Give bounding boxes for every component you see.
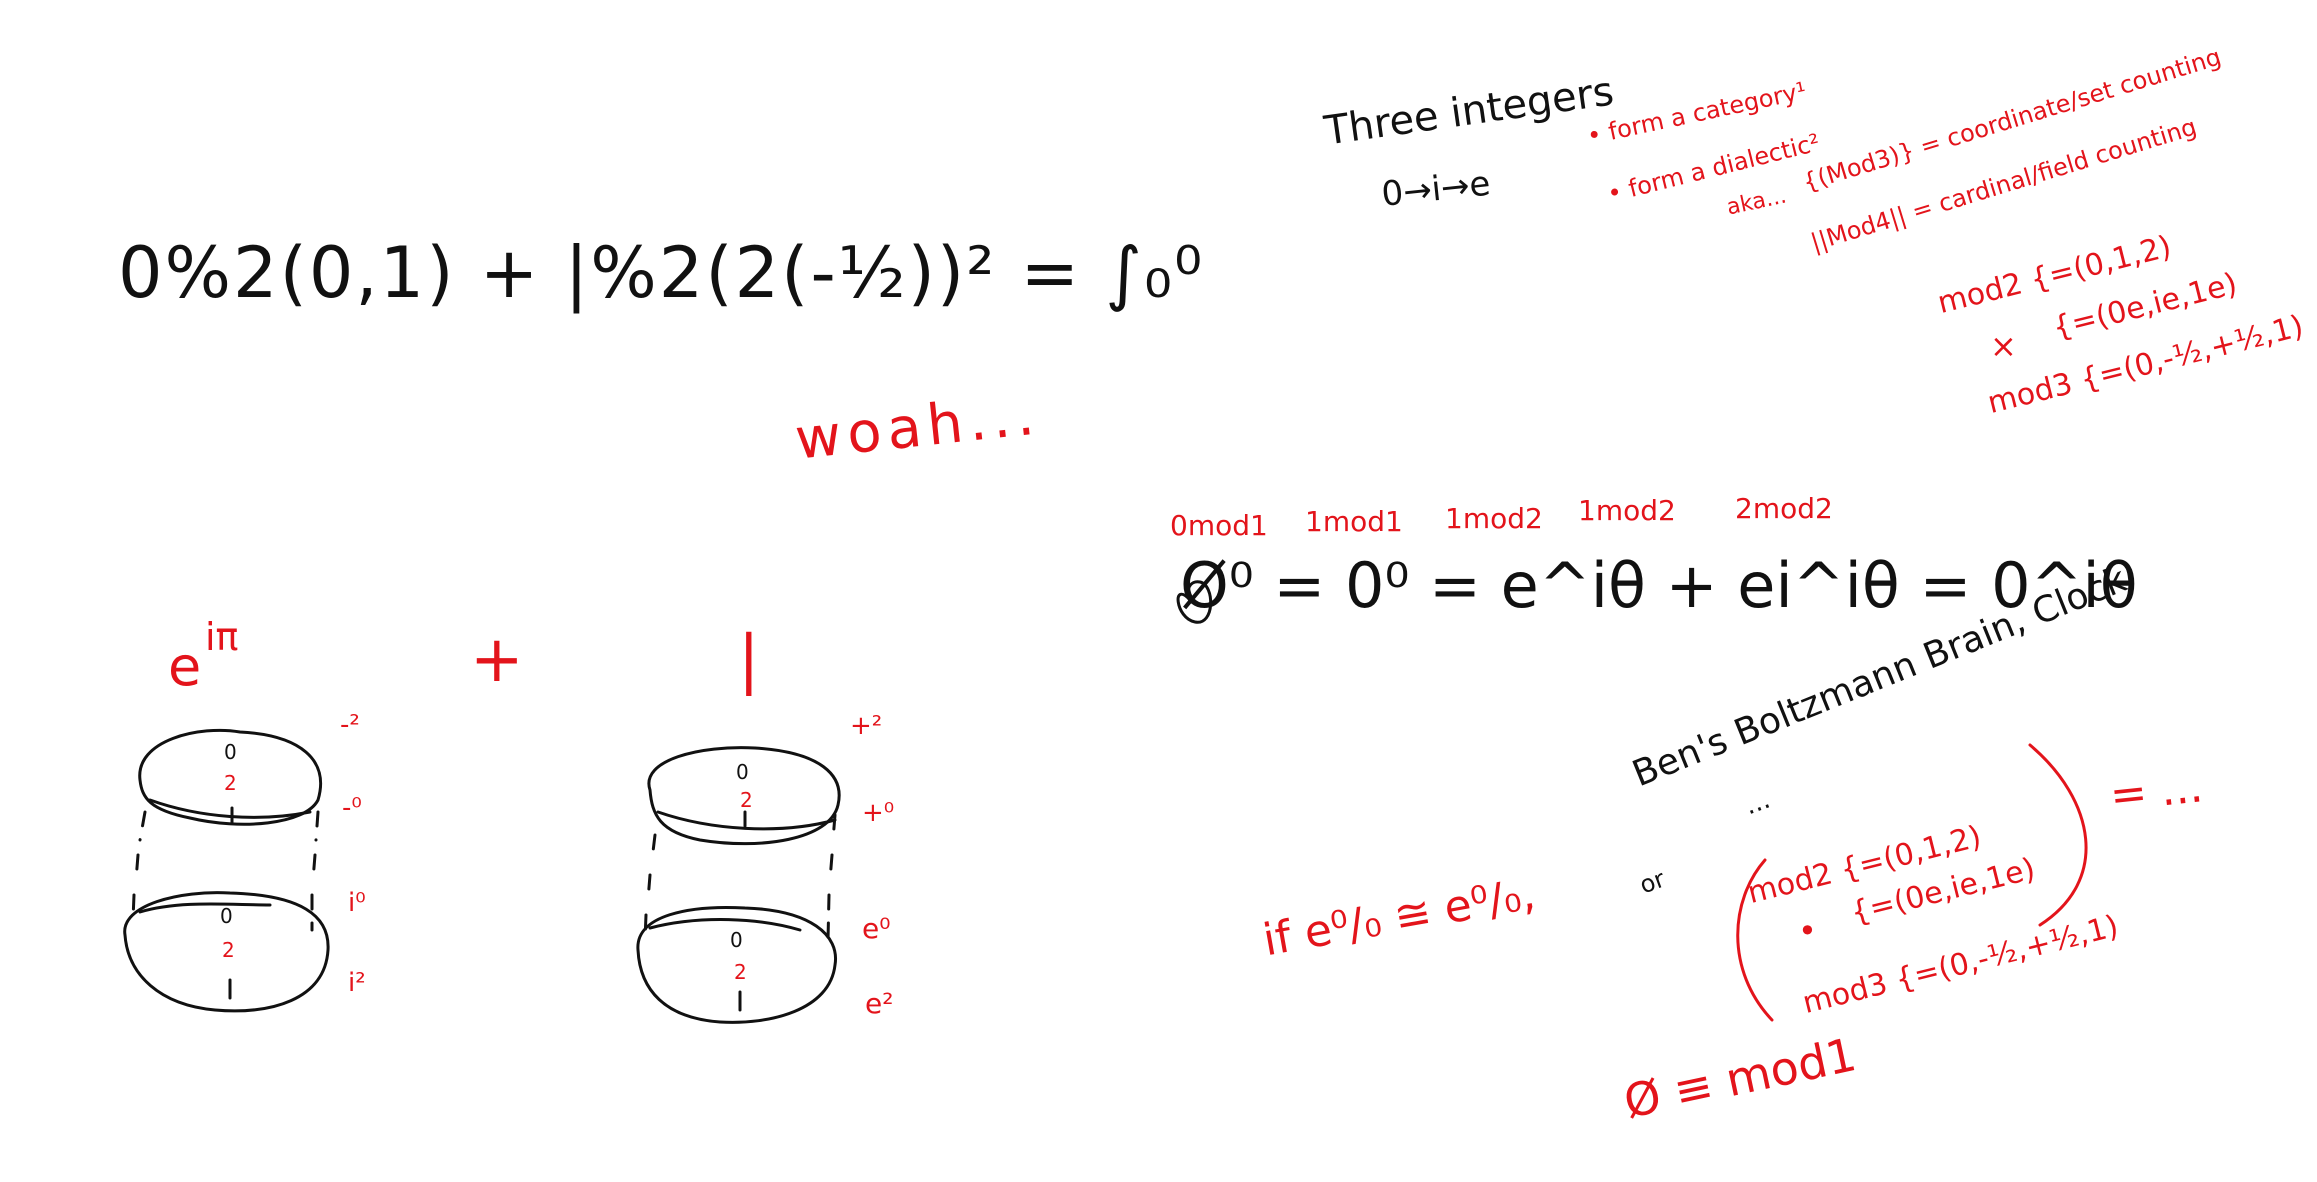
cylinder-a-bottom-ellipse [123, 891, 330, 1013]
cyl-a-top-zero: 0 [224, 740, 237, 764]
cylinder-a-top-inner [148, 798, 312, 819]
main-equation: 0%2(0,1) + |%2(2(-½))² = ∫₀⁰ [118, 232, 1205, 314]
cylinder-a-left-dashes [131, 810, 147, 922]
cylinder-a-bottom-inner [138, 902, 272, 914]
cyl-a-side-0: -² [340, 710, 360, 740]
mod-label-1: 1mod1 [1305, 505, 1403, 538]
mod-label-2: 1mod2 [1445, 502, 1543, 535]
cyl-a-bot-two: 2 [222, 938, 235, 962]
cyl-b-bot-zero: 0 [730, 928, 743, 952]
cyl-b-top-two: 2 [740, 788, 753, 812]
cyl-b-side-1: +⁰ [862, 798, 895, 828]
mod-label-4: 2mod2 [1735, 492, 1833, 525]
cylinder-a-top-ellipse [138, 728, 323, 826]
cyl-a-side-2: i⁰ [348, 888, 366, 918]
label-e-base: e [168, 635, 202, 698]
cyl-b-side-0: +² [850, 711, 883, 741]
cylinder-b-left-dashes [643, 833, 657, 942]
top-times-sign: × [1990, 327, 2017, 365]
label-e: e [168, 640, 201, 694]
three-integers-chain: 0→i→e [1379, 163, 1493, 215]
empty-set-ellipse [1176, 580, 1213, 624]
cylinder-b [636, 746, 841, 1024]
label-one: | [738, 623, 760, 697]
cyl-b-top-zero: 0 [736, 760, 749, 784]
cyl-b-side-2: e⁰ [862, 912, 891, 945]
cylinder-b-bottom-ellipse [636, 906, 838, 1024]
cyl-a-top-two: 2 [224, 771, 237, 795]
cylinder-b-top-inner [656, 810, 837, 831]
middle-equation: Ø⁰ = 0⁰ = e^iθ + ei^iθ = 0^iθ [1180, 549, 2138, 622]
boltzmann-right-paren [2028, 743, 2088, 927]
bottom-bullet: • [1798, 912, 1817, 950]
cylinder-b-bottom-inner [648, 918, 802, 932]
cyl-b-side-3: e² [865, 987, 894, 1020]
cyl-a-bot-zero: 0 [220, 904, 233, 928]
cylinder-b-right-dashes [826, 813, 837, 942]
boltzmann-parens [1736, 743, 2088, 1022]
equals-dots: = ... [2107, 761, 2206, 822]
plus-sign: + [470, 623, 524, 697]
mod-label-3: 1mod2 [1578, 494, 1676, 527]
cyl-a-side-1: -⁰ [342, 793, 362, 823]
mod-label-0: 0mod1 [1170, 509, 1268, 542]
label-e-exponent: iπ [205, 615, 239, 659]
middle-eq-strokes [1176, 580, 1213, 624]
cylinder-a [123, 728, 330, 1013]
cyl-b-bot-two: 2 [734, 960, 747, 984]
cylinder-a-right-dashes [310, 810, 320, 932]
cyl-a-side-3: i² [348, 968, 366, 998]
boltzmann-left-paren [1736, 858, 1774, 1022]
cylinder-b-top-ellipse [647, 746, 841, 846]
